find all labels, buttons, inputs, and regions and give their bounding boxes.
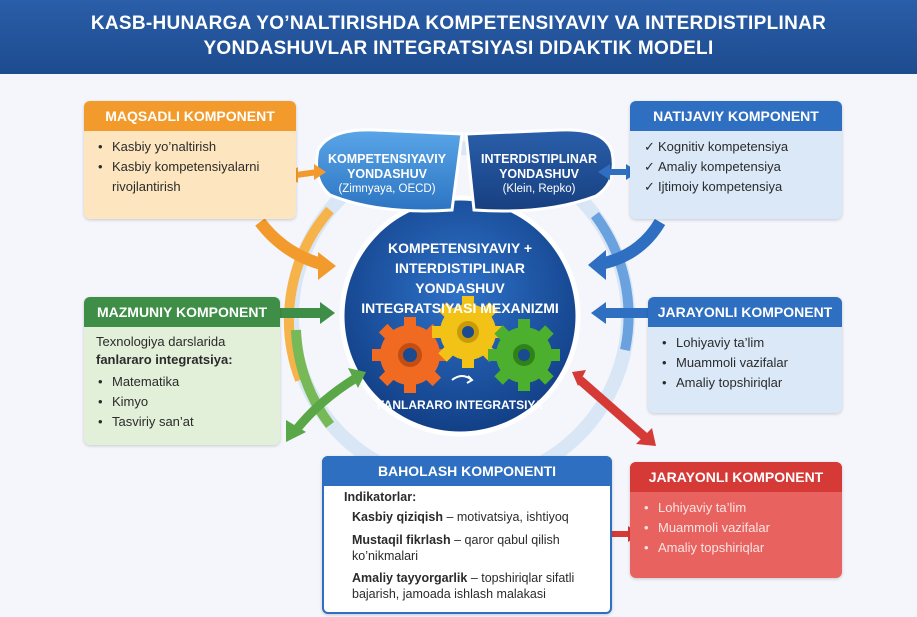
baholash-item-1-bold: Mustaqil fikrlash bbox=[352, 533, 451, 547]
list-item: •Lohiyaviy ta’lim bbox=[662, 335, 765, 350]
gear-green-icon bbox=[488, 319, 560, 391]
jarayonli-box: JARAYONLI KOMPONENT •Lohiyaviy ta’lim •M… bbox=[648, 297, 842, 413]
mazmuniy-list: •Matematika •Kimyo •Tasviriy san’at bbox=[84, 369, 280, 438]
natijaviy-box: NATIJAVIY KOMPONENT ✓Kognitiv kompetensi… bbox=[630, 101, 842, 219]
title-line-2: YONDASHUVLAR INTEGRATSIYASI DIDAKTIK MOD… bbox=[203, 38, 714, 59]
list-item: •Tasviriy san’at bbox=[98, 414, 194, 429]
maqsadli-item-0: Kasbiy yo’naltirish bbox=[112, 139, 217, 154]
interdistiplinar-pill bbox=[464, 128, 615, 213]
kompetensiyaviy-line1: KOMPETENSIYAVIY bbox=[327, 152, 447, 166]
baholash-item-2-rest2: bajarish, jamoada ishlash malakasi bbox=[352, 587, 546, 601]
jarayonli-red-item-1: Muammoli vazifalar bbox=[658, 520, 770, 535]
maqsadli-box: MAQSADLI KOMPONENT •Kasbiy yo’naltirish … bbox=[84, 101, 296, 219]
center-line1: KOMPETENSIYAVIY + bbox=[387, 240, 533, 256]
natijaviy-list: ✓Kognitiv kompetensiya ✓Amaliy kompetens… bbox=[630, 131, 842, 203]
mazmuniy-title: MAZMUNIY KOMPONENT bbox=[84, 297, 280, 327]
mazmuniy-intro-2: fanlararo integratsiya: bbox=[96, 352, 233, 367]
list-item: •Kasbiy yo’naltirish bbox=[98, 139, 217, 154]
baholash-title: BAHOLASH KOMPONENTI bbox=[322, 456, 612, 486]
kompetensiyaviy-sub: (Zimnyaya, OECD) bbox=[338, 183, 436, 195]
jarayonli-title: JARAYONLI KOMPONENT bbox=[648, 297, 842, 327]
list-item: rivojlantirish bbox=[98, 177, 282, 197]
maqsadli-title: MAQSADLI KOMPONENT bbox=[84, 101, 296, 131]
natijaviy-item-1: Amaliy kompetensiya bbox=[658, 159, 781, 174]
baholash-label: Indikatorlar: bbox=[344, 490, 417, 504]
rotate-arrows-icon bbox=[451, 375, 474, 384]
baholash-item-0-rest: – motivatsiya, ishtiyoq bbox=[443, 510, 569, 524]
baholash-item-0-bold: Kasbiy qiziqish bbox=[352, 510, 443, 524]
halo-arc-green bbox=[291, 329, 335, 429]
list-item: ✓Kognitiv kompetensiya bbox=[644, 137, 828, 157]
title-banner: KASB-HUNARGA YO’NALTIRISHDA KOMPETENSIYA… bbox=[0, 0, 917, 74]
baholash-item-1: Mustaqil fikrlash – qaror qabul qilish ko… bbox=[352, 532, 600, 564]
jarayonli-item-1: Muammoli vazifalar bbox=[676, 355, 788, 370]
interdistiplinar-line2: YONDASHUV bbox=[499, 167, 579, 181]
list-item: •Amaliy topshiriqlar bbox=[644, 540, 765, 555]
jarayonli-list: •Lohiyaviy ta’lim •Muammoli vazifalar •A… bbox=[648, 327, 842, 399]
jarayonli-item-2: Amaliy topshiriqlar bbox=[676, 375, 783, 390]
natijaviy-title: NATIJAVIY KOMPONENT bbox=[630, 101, 842, 131]
jarayonli-red-list: •Lohiyaviy ta’lim •Muammoli vazifalar •A… bbox=[630, 492, 842, 564]
mazmuniy-item-2: Tasviriy san’at bbox=[112, 414, 194, 429]
baholash-item-2: Amaliy tayyorgarlik – topshiriqlar sifat… bbox=[352, 570, 600, 602]
baholash-box: BAHOLASH KOMPONENTI Indikatorlar: Kasbiy… bbox=[322, 456, 612, 614]
interdistiplinar-line1: INTERDISTIPLINAR bbox=[481, 152, 597, 166]
baholash-item-2-bold: Amaliy tayyorgarlik bbox=[352, 571, 468, 585]
list-item: •Muammoli vazifalar bbox=[662, 355, 788, 370]
baholash-item-1-rest: – qaror qabul qilish bbox=[450, 533, 560, 547]
mazmuniy-box: MAZMUNIY KOMPONENT Texnologiya darslarid… bbox=[84, 297, 280, 445]
baholash-item-2-rest: – topshiriqlar sifatli bbox=[467, 571, 575, 585]
center-line2: INTERDISTIPLINAR YONDASHUV bbox=[395, 260, 525, 296]
maqsadli-item-2: rivojlantirish bbox=[112, 179, 181, 194]
list-item: •Kasbiy kompetensiyalarni bbox=[98, 159, 260, 174]
natijaviy-item-2: Ijtimoiy kompetensiya bbox=[658, 179, 783, 194]
maqsadli-item-1: Kasbiy kompetensiyalarni bbox=[112, 159, 260, 174]
jarayonli-item-0: Lohiyaviy ta’lim bbox=[676, 335, 765, 350]
jarayonli-red-title: JARAYONLI KOMPONENT bbox=[630, 462, 842, 492]
jarayonli-red-box: JARAYONLI KOMPONENT •Lohiyaviy ta’lim •M… bbox=[630, 462, 842, 578]
list-item: ✓Amaliy kompetensiya bbox=[644, 157, 828, 177]
arrow-maqsadli-center bbox=[255, 218, 327, 271]
jarayonli-red-item-2: Amaliy topshiriqlar bbox=[658, 540, 765, 555]
list-item: •Muammoli vazifalar bbox=[644, 520, 770, 535]
center-bottom-label: FANLARARO INTEGRATSIYA bbox=[376, 398, 543, 412]
kompetensiyaviy-line2: YONDASHUV bbox=[347, 167, 427, 181]
list-item: •Kimyo bbox=[98, 394, 149, 409]
kompetensiyaviy-pill bbox=[315, 128, 464, 213]
list-item: •Matematika bbox=[98, 374, 180, 389]
title-line-1: KASB-HUNARGA YO’NALTIRISHDA KOMPETENSIYA… bbox=[90, 13, 827, 34]
check-icon: ✓ bbox=[644, 139, 655, 154]
center-line3: INTEGRATSIYASI MEXANIZMI bbox=[361, 300, 559, 316]
interdistiplinar-sub: (Klein, Repko) bbox=[502, 183, 576, 195]
list-item: •Amaliy topshiriqlar bbox=[662, 375, 783, 390]
natijaviy-item-0: Kognitiv kompetensiya bbox=[658, 139, 789, 154]
check-icon: ✓ bbox=[644, 159, 655, 174]
arrow-natijaviy-center bbox=[598, 218, 666, 270]
center-title: KOMPETENSIYAVIY + INTERDISTIPLINAR YONDA… bbox=[350, 238, 570, 318]
check-icon: ✓ bbox=[644, 179, 655, 194]
mazmuniy-item-0: Matematika bbox=[112, 374, 180, 389]
list-item: •Lohiyaviy ta’lim bbox=[644, 500, 747, 515]
arrow-green-diagonal bbox=[292, 374, 359, 433]
mazmuniy-intro-1: Texnologiya darslarida bbox=[96, 334, 226, 349]
arrow-red-diagonal bbox=[577, 376, 649, 442]
list-item: ✓Ijtimoiy kompetensiya bbox=[644, 177, 828, 197]
mazmuniy-item-1: Kimyo bbox=[112, 394, 149, 409]
maqsadli-list: •Kasbiy yo’naltirish •Kasbiy kompetensiy… bbox=[84, 131, 296, 203]
interdistiplinar-label: INTERDISTIPLINAR YONDASHUV (Klein, Repko… bbox=[470, 152, 608, 197]
baholash-item-1-rest2: ko’nikmalari bbox=[352, 549, 418, 563]
halo-arc-orange bbox=[283, 206, 334, 382]
jarayonli-red-item-0: Lohiyaviy ta’lim bbox=[658, 500, 747, 515]
halo-arc-blue bbox=[590, 212, 634, 352]
baholash-item-0: Kasbiy qiziqish – motivatsiya, ishtiyoq bbox=[352, 509, 600, 525]
kompetensiyaviy-label: KOMPETENSIYAVIY YONDASHUV (Zimnyaya, OEC… bbox=[322, 152, 452, 197]
